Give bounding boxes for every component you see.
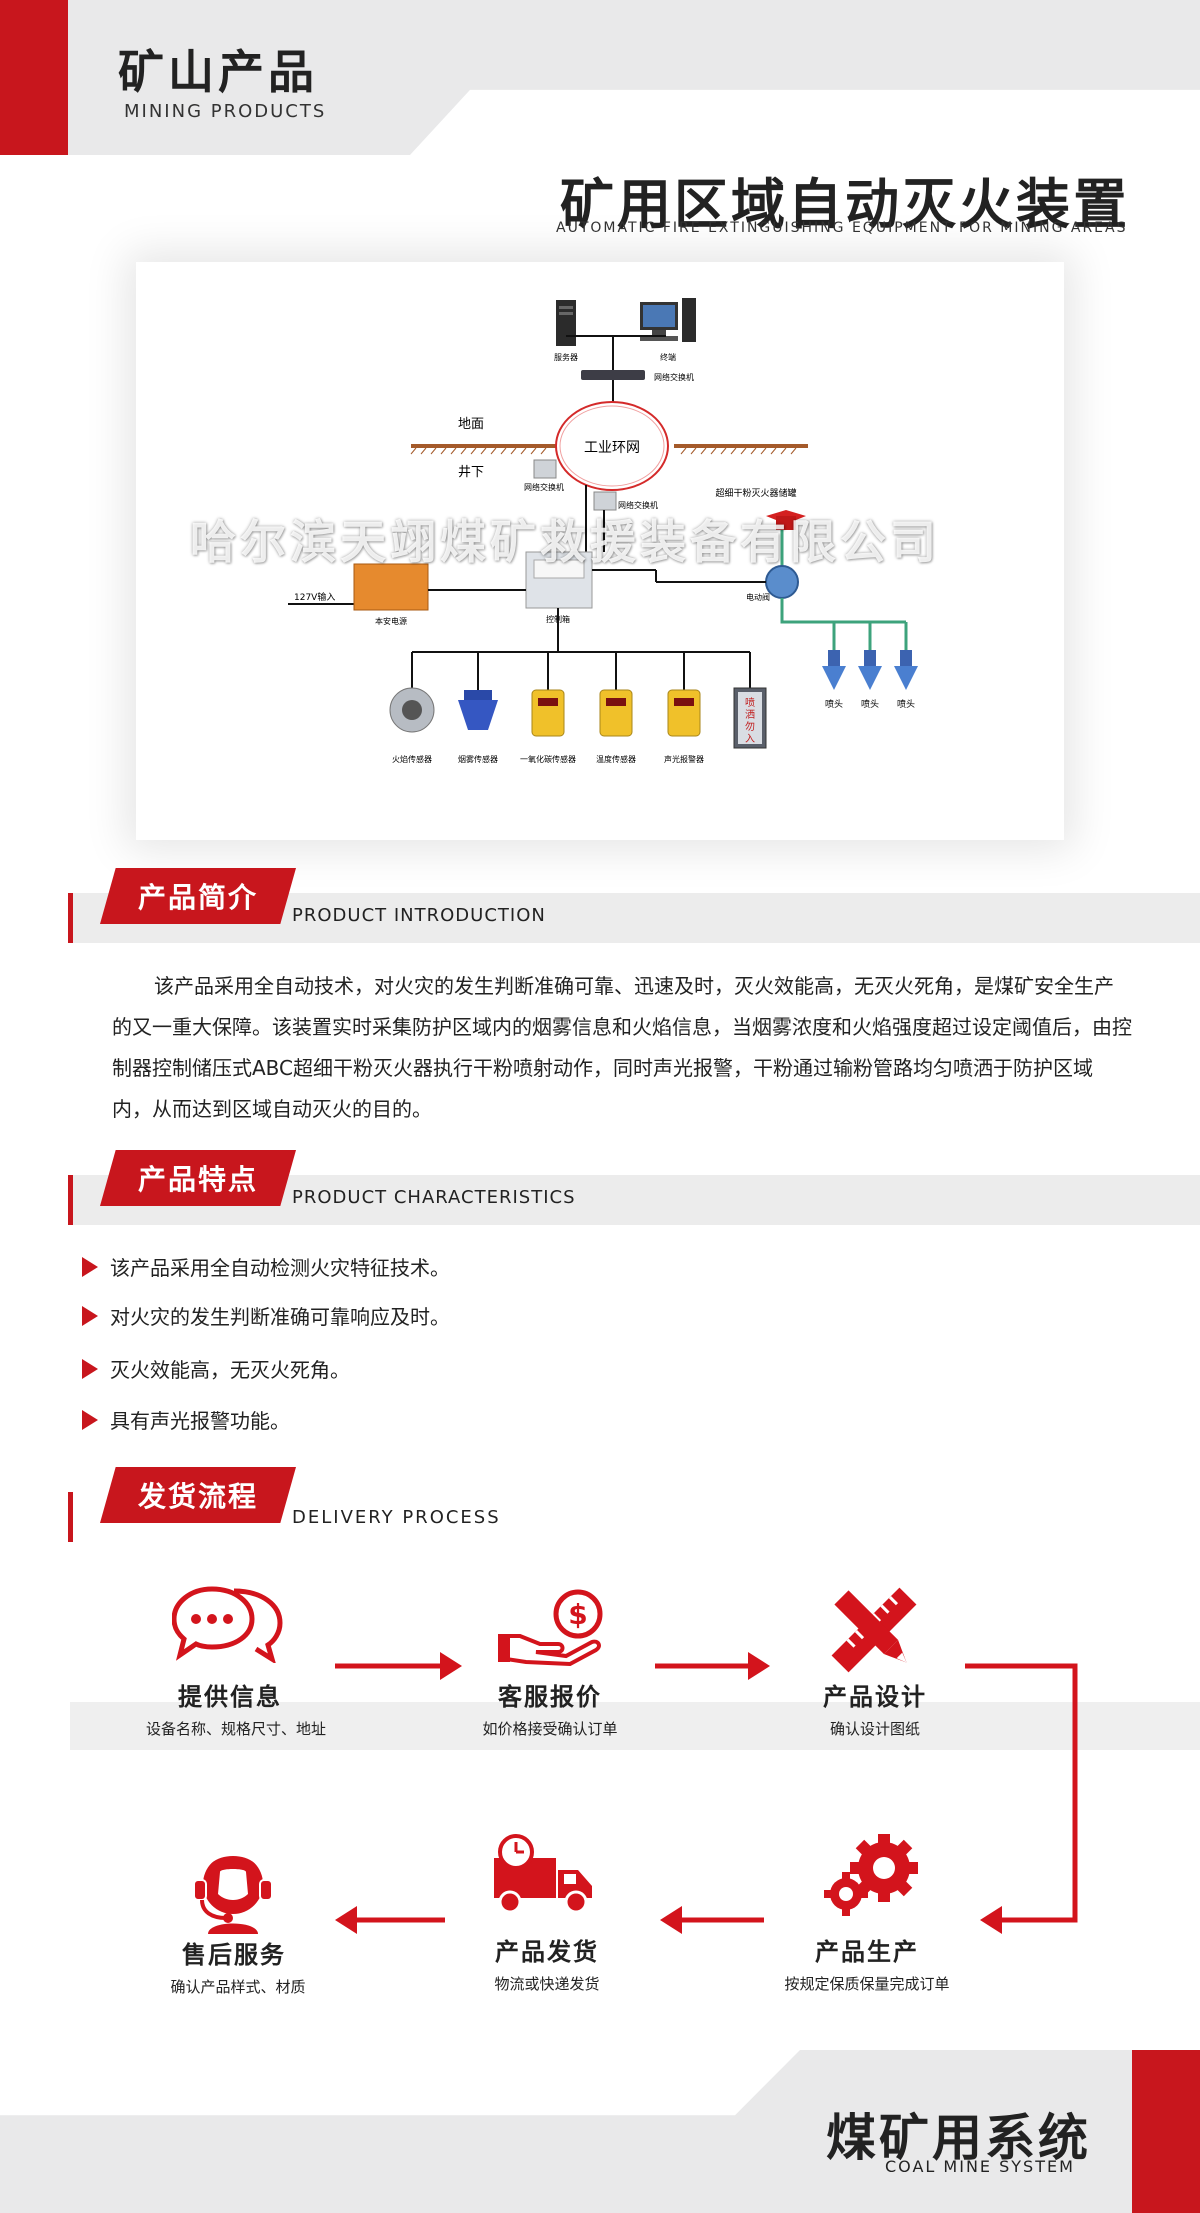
step-title: 产品设计 xyxy=(823,1683,927,1711)
nozzle-icon xyxy=(858,650,882,690)
product-subtitle: AUTOMATIC FIRE EXTINGUISHING EQUIPMENT F… xyxy=(556,220,1128,236)
product-title: 矿用区域自动灭火装置 xyxy=(560,173,1130,236)
sensor-label: 烟雾传感器 xyxy=(458,754,498,764)
step-desc: 确认产品样式、材质 xyxy=(170,1978,306,1996)
hand-dollar-icon: $ xyxy=(498,1589,603,1666)
feature-text: 该产品采用全自动检测火灾特征技术。 xyxy=(110,1256,450,1280)
nozzle-icon xyxy=(822,650,846,690)
network-switch-icon xyxy=(581,370,645,380)
server-icon xyxy=(556,300,576,346)
header-title: 矿山产品 xyxy=(118,45,318,99)
step-desc: 确认设计图纸 xyxy=(829,1720,920,1738)
bullet-triangle-icon xyxy=(82,1305,98,1326)
intro-header-accent xyxy=(68,893,73,943)
feature-item: 具有声光报警功能。 xyxy=(82,1405,290,1434)
feature-text: 具有声光报警功能。 xyxy=(110,1409,290,1433)
sign-char: 入 xyxy=(745,734,755,745)
step-title: 产品生产 xyxy=(815,1938,919,1966)
server-label: 服务器 xyxy=(554,352,578,362)
sensor-label: 火焰传感器 xyxy=(392,754,432,764)
watermark: 哈尔滨天翊煤矿救援装备有限公司 xyxy=(190,515,940,569)
step-desc: 设备名称、规格尺寸、地址 xyxy=(145,1720,326,1738)
header-red-block xyxy=(0,0,68,155)
power-supply-icon xyxy=(353,563,429,611)
feature-text: 灭火效能高，无灭火死角。 xyxy=(110,1358,350,1382)
features-section-tag: 产品特点 xyxy=(100,1150,296,1206)
intro-paragraph: 该产品采用全自动技术，对火灾的发生判断准确可靠、迅速及时，灭火效能高，无灭火死角… xyxy=(112,974,1132,1121)
intro-section-tag: 产品简介 xyxy=(100,868,296,924)
nozzle-icon xyxy=(894,650,918,690)
underground-label: 井下 xyxy=(458,465,484,480)
footer-title: 煤矿用系统 xyxy=(826,2109,1091,2167)
bullet-triangle-icon xyxy=(82,1256,98,1277)
sensor-label: 一氧化碳传感器 xyxy=(520,754,576,764)
sign-text: 喷洒勿入 xyxy=(745,697,755,745)
delivery-section-tag: 发货流程 xyxy=(100,1467,296,1523)
ring-label: 工业环网 xyxy=(584,440,640,456)
nozzle-label: 喷头 xyxy=(861,699,879,710)
bullet-triangle-icon xyxy=(82,1358,98,1379)
process-band xyxy=(70,1702,1200,1750)
industrial-ring-network xyxy=(555,401,669,491)
delivery-truck-icon xyxy=(494,1834,592,1914)
switch-left-label: 网络交换机 xyxy=(524,482,564,492)
sign-char: 洒 xyxy=(745,708,755,721)
gears-icon xyxy=(824,1834,918,1916)
footer-red-block xyxy=(1132,2050,1200,2213)
flame-sensor-icon xyxy=(389,687,435,733)
process-arrows xyxy=(335,1652,1078,1934)
switch-top-label: 网络交换机 xyxy=(654,372,694,382)
terminal-label: 终端 xyxy=(660,352,676,362)
feature-item: 对火灾的发生判断准确可靠响应及时。 xyxy=(82,1301,450,1330)
footer-subtitle: COAL MINE SYSTEM xyxy=(885,2157,1075,2176)
pencil-ruler-icon xyxy=(831,1587,917,1673)
step-title: 售后服务 xyxy=(182,1941,286,1969)
chat-bubbles-icon xyxy=(172,1586,283,1663)
intro-section-en: PRODUCT INTRODUCTION xyxy=(292,905,546,926)
bullet-triangle-icon xyxy=(82,1409,98,1430)
step-desc: 如价格接受确认订单 xyxy=(482,1720,618,1738)
warning-sign-icon xyxy=(733,687,767,749)
co-sensor-icon xyxy=(531,689,565,737)
delivery-section-en: DELIVERY PROCESS xyxy=(292,1507,501,1528)
sign-char: 勿 xyxy=(745,721,755,733)
smoke-sensor-icon xyxy=(458,690,498,730)
feature-text: 对火灾的发生判断准确可靠响应及时。 xyxy=(110,1305,450,1329)
sensor-label: 温度传感器 xyxy=(596,754,636,764)
valve-label: 电动阀 xyxy=(746,592,770,602)
alarm-icon xyxy=(667,689,701,737)
tank-label: 超细干粉灭火器储罐 xyxy=(715,487,796,499)
switch-right-label: 网络交换机 xyxy=(618,500,658,510)
power-label: 本安电源 xyxy=(375,616,407,626)
input-label: 127V输入 xyxy=(294,591,335,603)
feature-item: 该产品采用全自动检测火灾特征技术。 xyxy=(82,1252,450,1281)
header-subtitle: MINING PRODUCTS xyxy=(124,101,327,122)
step-desc: 按规定保质保量完成订单 xyxy=(784,1975,950,1993)
sign-char: 喷 xyxy=(745,697,755,709)
temperature-sensor-icon xyxy=(599,689,633,737)
switch-left-icon xyxy=(533,459,557,479)
terminal-icon xyxy=(640,298,696,342)
system-diagram: 服务器 终端 网络交换机 地面 xyxy=(226,270,976,798)
headset-icon xyxy=(193,1851,273,1934)
svg-text:$: $ xyxy=(568,1598,587,1631)
ground-label: 地面 xyxy=(458,417,484,432)
feature-item: 灭火效能高，无灭火死角。 xyxy=(82,1354,350,1383)
step-title: 产品发货 xyxy=(495,1938,599,1966)
features-header-accent xyxy=(68,1175,73,1225)
step-desc: 物流或快递发货 xyxy=(494,1975,600,1993)
nozzle-label: 喷头 xyxy=(825,699,843,710)
step-title: 客服报价 xyxy=(498,1683,602,1711)
step-title: 提供信息 xyxy=(178,1683,282,1711)
sensor-label: 声光报警器 xyxy=(664,754,704,764)
extinguisher-tank-icon xyxy=(766,510,806,530)
nozzle-label: 喷头 xyxy=(897,699,915,710)
delivery-header-accent xyxy=(68,1492,73,1542)
features-section-en: PRODUCT CHARACTERISTICS xyxy=(292,1187,576,1208)
